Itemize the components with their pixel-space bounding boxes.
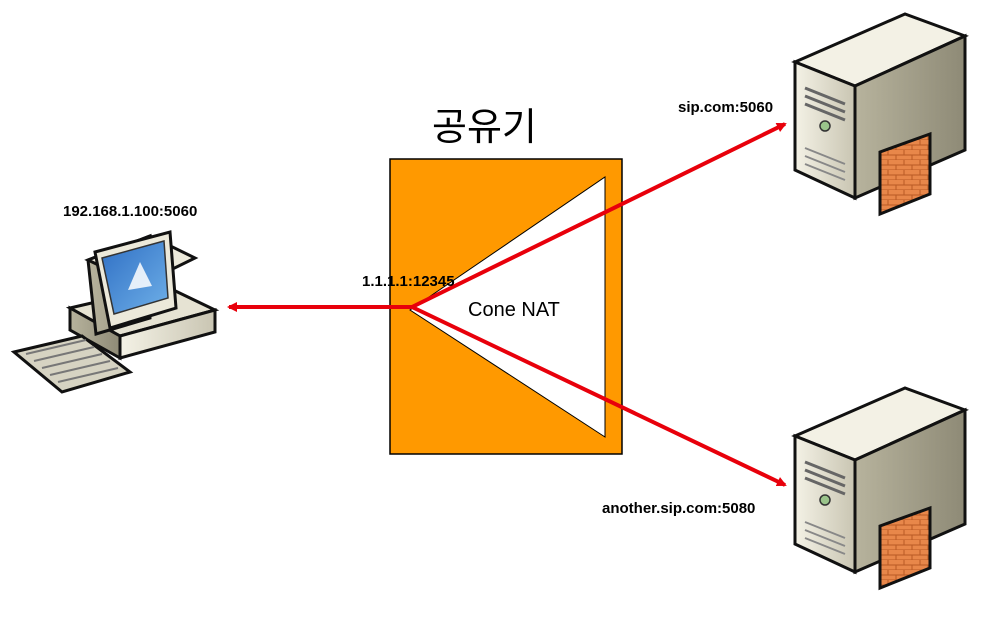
client-endpoint-label: 192.168.1.100:5060 <box>63 203 197 220</box>
router-box <box>389 158 623 455</box>
cone-shape <box>409 176 606 438</box>
router-title: 공유기 <box>432 105 537 149</box>
arrows <box>227 122 787 487</box>
arrow-to-another-sip-server <box>411 305 787 487</box>
sip-server-endpoint-label: sip.com:5060 <box>678 99 773 116</box>
nat-type-label: Cone NAT <box>468 299 560 321</box>
arrow-to-sip-server <box>411 122 787 309</box>
server-firewall-icon <box>791 386 969 591</box>
desktop-computer-icon <box>10 230 220 394</box>
server-firewall-icon <box>791 12 969 217</box>
public-endpoint-label: 1.1.1.1:12345 <box>362 273 455 290</box>
another-sip-server-endpoint-label: another.sip.com:5080 <box>602 500 755 517</box>
